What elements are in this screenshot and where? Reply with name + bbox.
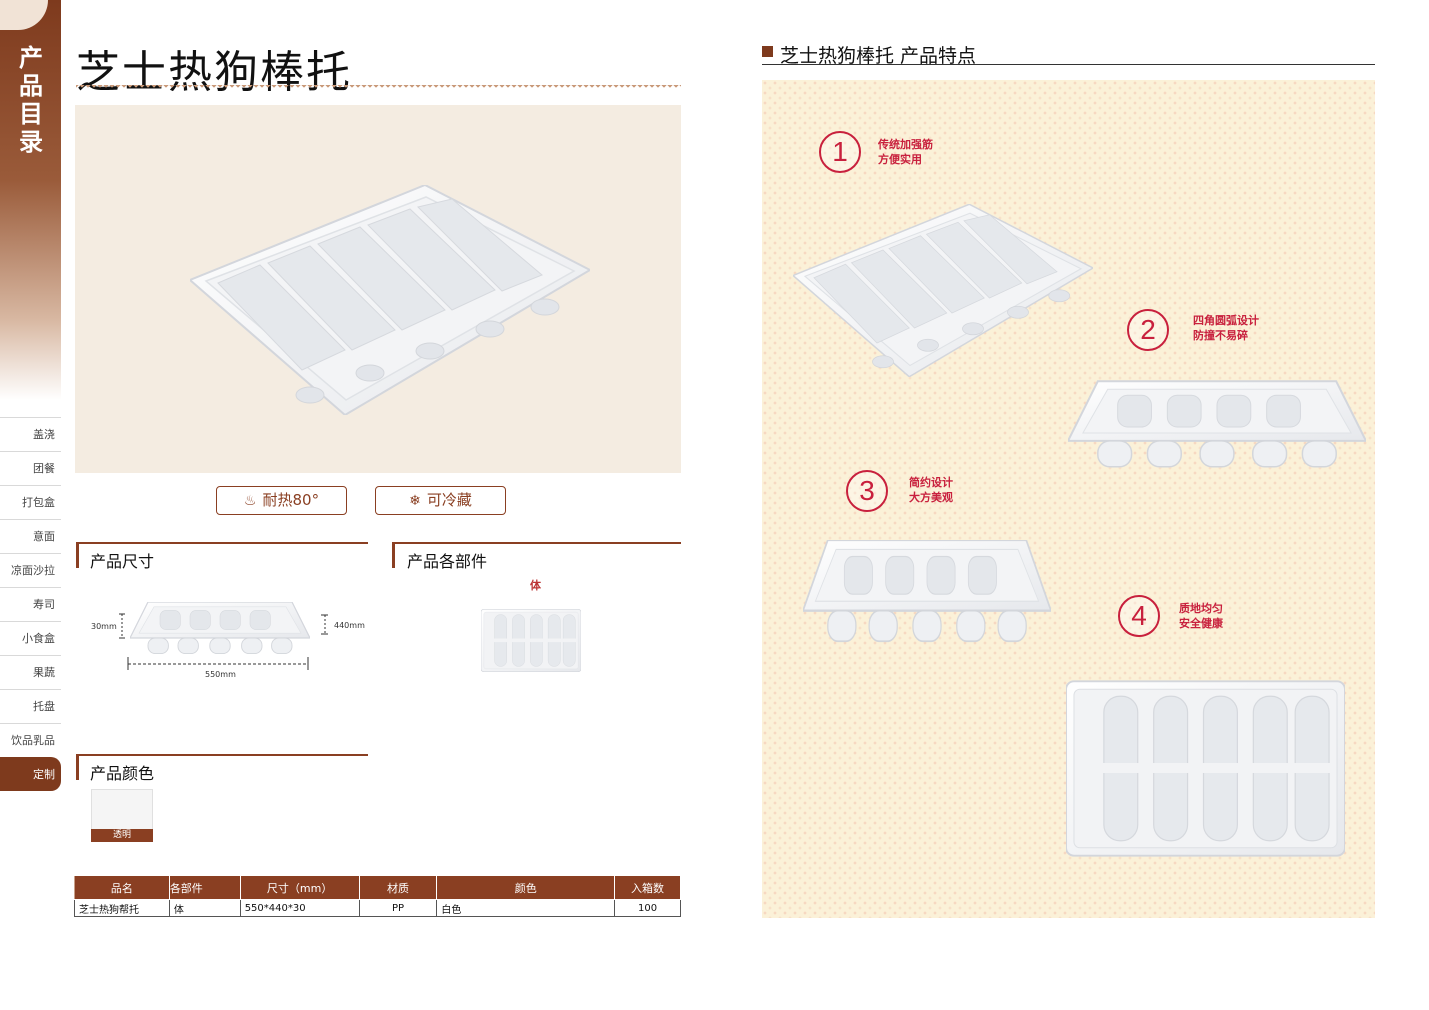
feature-4-text: 质地均匀 安全健康: [1179, 602, 1223, 630]
height-dimension-line: [119, 613, 125, 639]
spec-table-header: 品名 各部件 尺寸（mm） 材质 颜色 入箱数: [74, 875, 681, 900]
parts-section-marker: [392, 544, 395, 568]
feature-2-number: 2: [1127, 309, 1169, 351]
feature-3-text: 简约设计 大方美观: [909, 476, 953, 504]
feature-2-text: 四角圆弧设计 防撞不易碎: [1193, 314, 1259, 342]
sidebar-item-tuancan[interactable]: 团餐: [0, 451, 61, 485]
table-row: 芝士热狗帮托 体 550*440*30 PP 白色 100: [74, 899, 681, 917]
sidebar-item-xiaoshihe[interactable]: 小食盒: [0, 621, 61, 655]
color-section-marker: [76, 756, 79, 780]
sidebar-item-tuopan[interactable]: 托盘: [0, 689, 61, 723]
sidebar-item-yinpin-rupin[interactable]: 饮品乳品: [0, 723, 61, 757]
spec-header-color: 颜色: [436, 875, 616, 900]
feature-1-number: 1: [819, 131, 861, 173]
heat-resistant-badge: ♨耐热80°: [216, 486, 347, 515]
height-dimension-label: 30mm: [91, 622, 117, 631]
spec-header-name: 品名: [74, 875, 170, 900]
spec-cell-box-qty: 100: [614, 899, 681, 917]
spec-cell-parts: 体: [168, 899, 241, 917]
feature-3-tray-image: [803, 540, 1051, 643]
sidebar-item-guoshu[interactable]: 果蔬: [0, 655, 61, 689]
spec-cell-color: 白色: [436, 899, 616, 917]
feature-4-number: 4: [1118, 595, 1160, 637]
width-dimension-label: 440mm: [334, 621, 365, 630]
spec-header-parts: 各部件: [168, 875, 241, 900]
spec-cell-name: 芝士热狗帮托: [74, 899, 170, 917]
feature-3-number: 3: [846, 470, 888, 512]
sidebar-nav: 盖浇 团餐 打包盒 意面 凉面沙拉 寿司 小食盒 果蔬 托盘 饮品乳品 定制: [0, 417, 61, 791]
parts-section-rule: [392, 542, 681, 544]
sidebar-item-dabaohe[interactable]: 打包盒: [0, 485, 61, 519]
features-title-rule: [762, 64, 1375, 65]
title-zigzag-divider: [76, 85, 681, 91]
sidebar-item-shousi[interactable]: 寿司: [0, 587, 61, 621]
sidebar-item-gaijiao[interactable]: 盖浇: [0, 417, 61, 451]
sidebar-band: [0, 0, 61, 400]
length-dimension-line: [127, 657, 309, 670]
spec-header-box-qty: 入箱数: [614, 875, 681, 900]
sidebar-item-dingzhi[interactable]: 定制: [0, 757, 61, 791]
width-dimension-line: [321, 614, 328, 635]
size-diagram-tray: [130, 602, 310, 655]
feature-1-tray-image: [793, 204, 1093, 377]
spec-table: 品名 各部件 尺寸（mm） 材质 颜色 入箱数 芝士热狗帮托 体 550*440…: [74, 875, 681, 917]
feature-2-tray-image: [1068, 380, 1366, 468]
spec-cell-size: 550*440*30: [239, 899, 360, 917]
sidebar-item-yimian[interactable]: 意面: [0, 519, 61, 553]
color-section-rule: [76, 754, 368, 756]
feature-1-text: 传统加强筋 方便实用: [878, 138, 933, 166]
spec-cell-material: PP: [358, 899, 438, 917]
length-dimension-label: 550mm: [205, 670, 236, 679]
spec-header-size: 尺寸（mm）: [239, 875, 360, 900]
feature-4-tray-image: [1066, 680, 1345, 857]
parts-section-title: 产品各部件: [407, 552, 488, 571]
size-section-rule: [76, 542, 368, 544]
sidebar-item-liangmian-shala[interactable]: 凉面沙拉: [0, 553, 61, 587]
flame-icon: ♨: [243, 493, 257, 509]
part-label-body: 体: [530, 579, 541, 592]
sidebar-title: 产 品 目 录: [19, 44, 43, 156]
size-section-title: 产品尺寸: [90, 552, 155, 571]
color-swatch-label: 透明: [91, 829, 153, 842]
features-title-marker: [762, 46, 773, 57]
snowflake-icon: ❄: [409, 493, 421, 509]
size-section-marker: [76, 544, 79, 568]
part-body-image: [481, 609, 581, 672]
hero-product-image: [75, 105, 681, 473]
refrigerable-badge: ❄可冷藏: [375, 486, 506, 515]
tray-photo: [190, 185, 590, 415]
spec-header-material: 材质: [358, 875, 438, 900]
features-title: 芝士热狗棒托 产品特点: [780, 45, 977, 67]
color-section-title: 产品颜色: [90, 764, 155, 783]
